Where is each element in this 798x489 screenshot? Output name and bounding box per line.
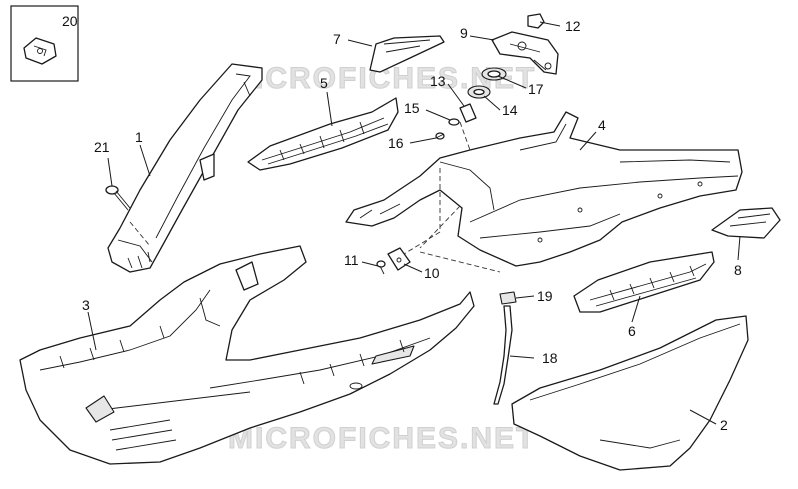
callout-8: 8: [734, 262, 742, 278]
part-3-lower-body[interactable]: [19, 245, 475, 465]
callout-20: 20: [62, 13, 78, 29]
callout-21: 21: [94, 139, 110, 155]
callout-11: 11: [344, 252, 359, 268]
callout-9: 9: [460, 25, 468, 41]
clip-nut-icon: [23, 37, 57, 65]
part-12-nut[interactable]: [527, 13, 545, 29]
callout-17: 17: [528, 81, 544, 97]
inset-box-part-20[interactable]: [10, 5, 79, 82]
part-8-pad[interactable]: [711, 207, 781, 239]
callout-2: 2: [720, 417, 728, 433]
callout-12: 12: [565, 18, 581, 34]
part-21-screw[interactable]: [105, 185, 131, 211]
callout-7: 7: [333, 31, 341, 47]
callout-18: 18: [542, 350, 558, 366]
callout-labels: 20 1 21 3 5 7 9 12 17 13 14 15 16 4 8 11…: [62, 13, 742, 433]
callout-10: 10: [424, 265, 440, 281]
part-4-floor-tunnel[interactable]: [345, 111, 743, 267]
callout-15: 15: [404, 100, 420, 116]
part-7-trim[interactable]: [369, 35, 445, 73]
callout-19: 19: [537, 288, 553, 304]
part-5-floor-mat[interactable]: [247, 97, 399, 171]
part-2-side-panel[interactable]: [511, 315, 749, 471]
callout-6: 6: [628, 323, 636, 339]
part-18-drain-hose[interactable]: [493, 305, 513, 405]
watermark-bottom: MICROFICHES.NET: [228, 422, 536, 455]
part-11-screw[interactable]: [376, 260, 386, 275]
assembly-dashed-lines: [129, 121, 501, 273]
callout-16: 16: [388, 135, 404, 151]
part-10-bracket[interactable]: [387, 247, 411, 271]
callout-4: 4: [598, 117, 606, 133]
part-6-floor-mat[interactable]: [573, 251, 715, 313]
part-1-side-rail[interactable]: [107, 63, 263, 273]
part-15-washer[interactable]: [448, 118, 460, 126]
part-16-screw[interactable]: [435, 132, 445, 140]
part-19-grommet[interactable]: [499, 291, 517, 305]
callout-14: 14: [502, 102, 518, 118]
part-9-bracket[interactable]: [491, 31, 559, 75]
callout-1: 1: [135, 129, 143, 145]
callout-3: 3: [82, 297, 90, 313]
part-13-clip[interactable]: [459, 103, 477, 123]
callout-leader-lines: [87, 21, 741, 425]
callout-13: 13: [430, 73, 446, 89]
callout-5: 5: [320, 75, 328, 91]
part-14-washer[interactable]: [467, 85, 491, 99]
